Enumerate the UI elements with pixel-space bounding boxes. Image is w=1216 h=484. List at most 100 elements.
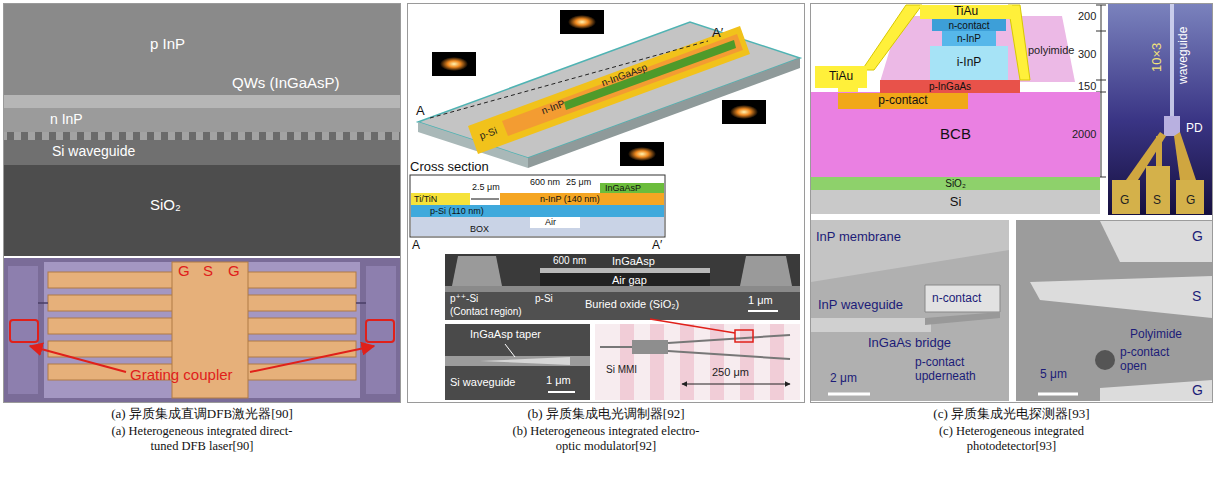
section-mark: A <box>412 239 420 253</box>
mmi-micrograph <box>735 330 753 342</box>
layer-box: TiAu <box>920 5 1012 19</box>
taper-sem-image <box>445 356 590 366</box>
dimension-value: 300 <box>1078 48 1096 61</box>
photodetector-top-view <box>1108 4 1212 215</box>
photodetector-sem-right <box>1038 393 1078 396</box>
modulator-3d-drawing <box>468 26 750 154</box>
photodetector-cross-section <box>1096 31 1106 32</box>
layer-box: p-InGaAs <box>880 80 1020 93</box>
layer-label: Si waveguide <box>450 376 515 389</box>
layer-box: n-contact <box>932 19 1006 31</box>
layer-label: SiO₂ <box>150 196 181 213</box>
mode-profile <box>440 57 468 71</box>
dimension-value: 25 μm <box>566 177 591 187</box>
callout-text: InP membrane <box>816 230 901 245</box>
layer-name: SiO₂ <box>945 178 966 189</box>
modulator-3d-drawing <box>418 10 800 168</box>
scale-bar-label: 1 μm <box>748 294 773 307</box>
layer-box: n-InP <box>942 31 996 46</box>
pad-label: G <box>178 262 190 279</box>
photodetector-cross-section <box>880 16 1075 82</box>
laser-chip-photo <box>10 320 38 342</box>
mode-profile <box>730 105 758 119</box>
mode-profile <box>628 147 656 161</box>
taper-sem-image <box>445 324 590 400</box>
cross-section-inset <box>411 205 664 217</box>
device-size: 10×3 <box>1150 43 1165 72</box>
laser-chip-photo <box>366 320 394 342</box>
layer-label: p-Si <box>535 293 553 305</box>
mmi-micrograph <box>632 340 668 354</box>
photodetector-top-view <box>1164 116 1180 136</box>
layer-label: p InP <box>150 35 185 52</box>
laser-sem-image <box>4 4 400 95</box>
layer-label: Air gap <box>612 274 647 287</box>
panel-caption: (b) Heterogeneous integrated electro-opt… <box>508 424 704 454</box>
pad-label: G <box>228 262 240 279</box>
cross-section-inset <box>500 193 664 205</box>
layer-name: Si <box>950 195 962 209</box>
laser-sem-image <box>4 108 400 132</box>
dimension-value: 200 <box>1078 10 1096 23</box>
laser-chip-photo <box>4 258 400 402</box>
modulator-sem-image <box>445 254 800 320</box>
callout-text: n-contact <box>932 292 981 306</box>
layer-label: polyimide <box>1028 44 1074 57</box>
callout-text: p-contact open <box>1120 346 1182 374</box>
layer-label: p-Si (110 nm) <box>430 206 484 216</box>
dimension-value: 2.5 μm <box>472 182 500 192</box>
section-mark: A <box>416 104 425 119</box>
modulator-3d-drawing <box>564 40 736 110</box>
photodetector-cross-section <box>1096 80 1106 81</box>
cross-section-inset <box>530 217 580 228</box>
taper-sem-image <box>548 391 575 393</box>
photodetector-sem-right <box>1100 380 1212 401</box>
layer-box: i-InP <box>930 46 1008 80</box>
photodetector-top-view <box>1174 132 1196 180</box>
laser-chip-photo <box>30 346 126 372</box>
photodetector-sem-left <box>811 220 1009 401</box>
photodetector-top-view <box>1146 166 1170 214</box>
layer-box: Si <box>811 190 1100 214</box>
cross-section-inset <box>600 183 664 193</box>
modulator-3d-drawing <box>502 34 743 136</box>
photodetector-top-view <box>1170 4 1174 116</box>
mode-profile <box>560 10 604 34</box>
modulator-sem-image <box>445 286 800 292</box>
photodetector-sem-left <box>811 220 1009 401</box>
mmi-micrograph <box>682 384 790 385</box>
layer-label: p-Si <box>478 125 499 142</box>
layer-label: n-InP <box>540 98 566 117</box>
cross-section-inset <box>411 217 664 236</box>
laser-chip-photo <box>44 262 360 398</box>
pad-label: G <box>1192 382 1203 398</box>
mmi-micrograph <box>668 351 790 359</box>
layer-box: p-contact <box>838 93 968 109</box>
cross-section-inset <box>471 199 499 200</box>
callout-text: Polyimide <box>1130 328 1182 342</box>
photodetector-sem-left <box>811 318 931 332</box>
callout-text: InGaAs bridge <box>868 336 951 351</box>
pad-label: G <box>1186 194 1195 208</box>
laser-chip-photo <box>8 266 38 394</box>
cross-section-inset <box>410 175 665 237</box>
mode-profile <box>722 100 766 124</box>
taper-sem-image <box>445 324 590 400</box>
callout-text: Si MMI <box>606 364 637 376</box>
photodetector-sem-left <box>925 312 1000 325</box>
laser-chip-photo <box>250 346 374 372</box>
photodetector-top-view <box>1176 180 1204 214</box>
laser-chip-photo <box>38 302 48 304</box>
layer-name: p-InGaAs <box>929 81 971 92</box>
laser-chip-photo <box>4 258 400 402</box>
layer-label: p⁺⁺-Si <box>450 293 478 305</box>
mmi-micrograph <box>650 324 664 400</box>
laser-sem-image <box>4 95 400 108</box>
section-mark: A′ <box>652 239 662 253</box>
callout-text: Grating coupler <box>130 366 233 383</box>
modulator-sem-image <box>540 268 710 273</box>
mode-profile <box>432 52 476 76</box>
photodetector-top-view <box>1108 4 1212 215</box>
